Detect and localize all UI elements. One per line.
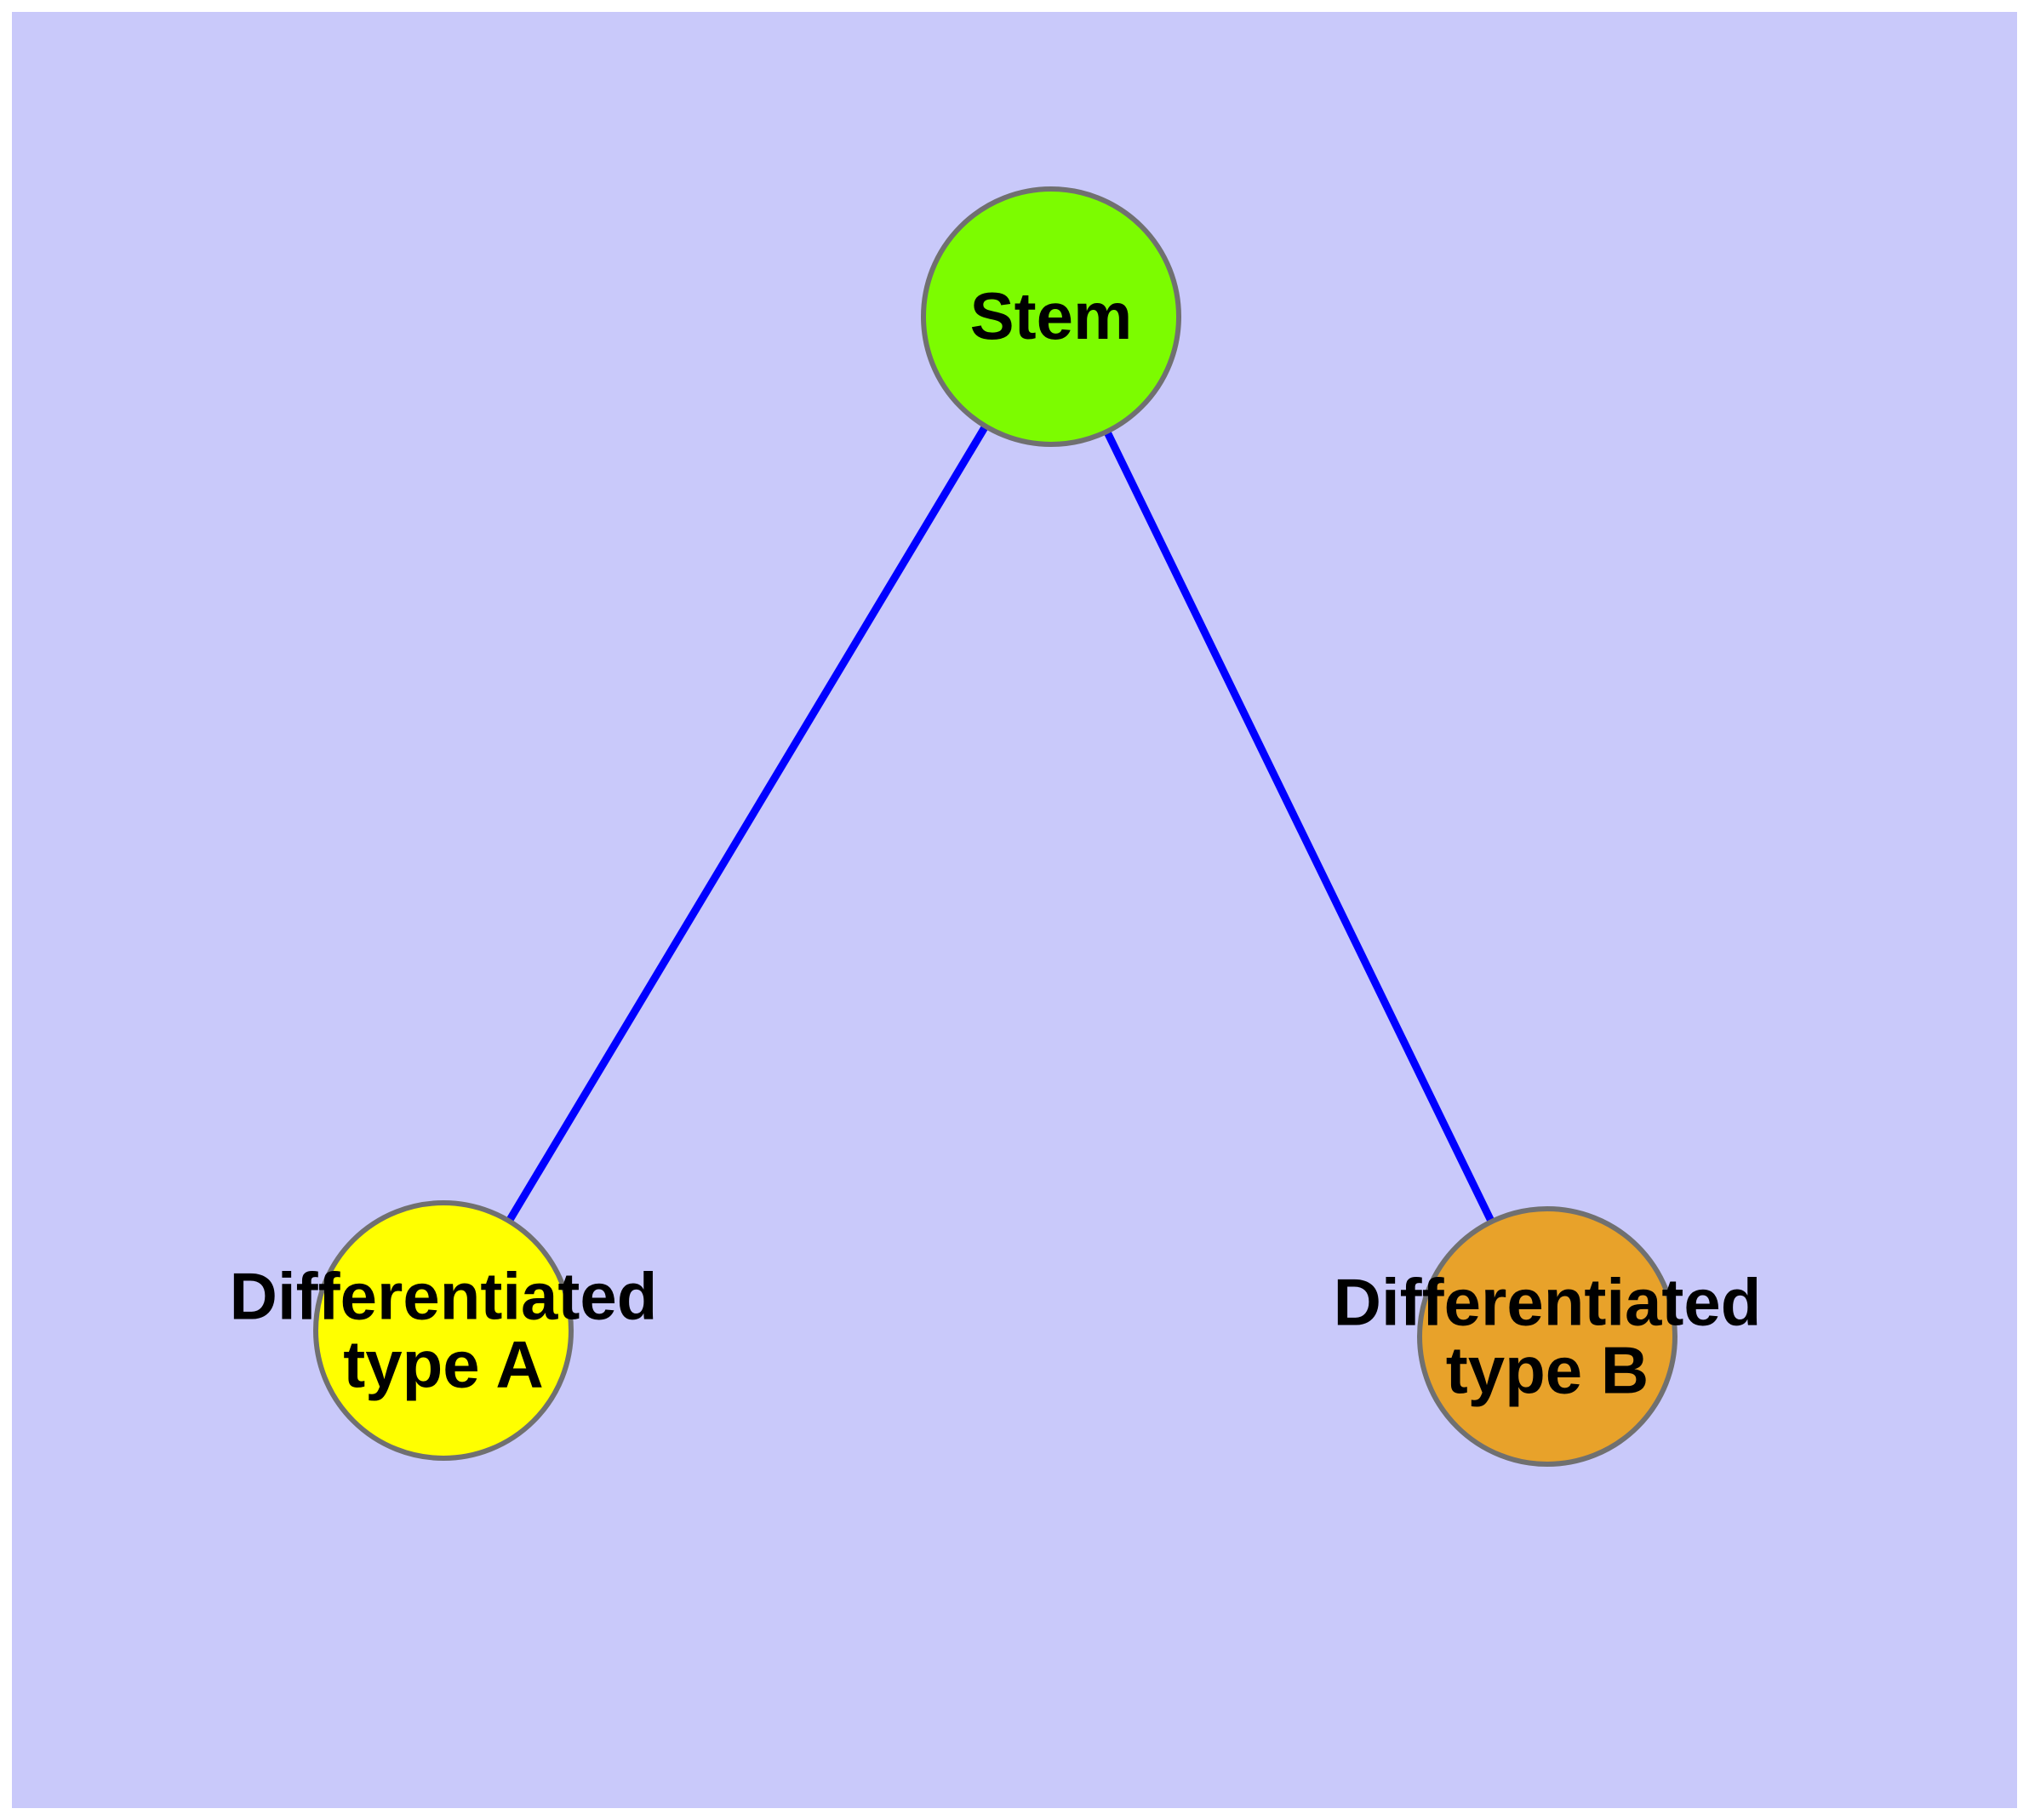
- node-layer: [313, 186, 1677, 1467]
- node-circle-diff_a[interactable]: [313, 1200, 574, 1461]
- edge-stem-diff-b[interactable]: [1104, 431, 1495, 1222]
- node-circle-diff_b[interactable]: [1417, 1206, 1677, 1467]
- edge-layer: [506, 426, 1495, 1222]
- node-circle-stem[interactable]: [921, 186, 1181, 447]
- edge-stem-diff-a[interactable]: [506, 426, 988, 1222]
